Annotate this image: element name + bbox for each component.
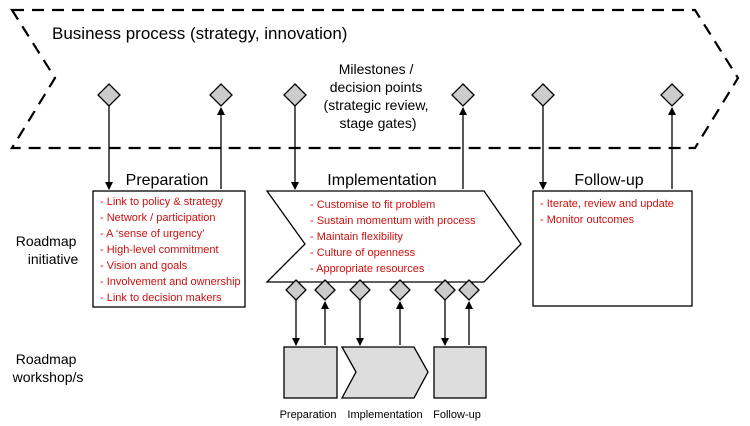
workshop-followup-box xyxy=(433,346,487,399)
implementation-item: - Culture of openness xyxy=(310,247,416,259)
preparation-item: - Link to decision makers xyxy=(100,292,222,304)
milestone-diamond xyxy=(531,83,555,107)
preparation-item: - Involvement and ownership xyxy=(100,276,241,288)
implementation-item: - Maintain flexibility xyxy=(310,231,403,243)
followup-items: - Iterate, review and update - Monitor o… xyxy=(540,198,677,226)
workshop-label-preparation: Preparation xyxy=(280,409,337,421)
followup-item: - Iterate, review and update xyxy=(540,198,674,210)
implementation-chevron xyxy=(265,190,522,283)
milestone-diamond xyxy=(451,83,475,107)
preparation-box xyxy=(92,190,246,308)
workshop-preparation-box xyxy=(283,346,338,399)
implementation-item: - Sustain momentum with process xyxy=(310,215,476,227)
workshop-milestone-diamond xyxy=(389,279,411,301)
workshop-milestone-diamond xyxy=(349,279,371,301)
row-label-line: initiative xyxy=(28,251,79,267)
milestones-label-line: Milestones / xyxy=(339,61,414,77)
implementation-item: - Appropriate resources xyxy=(310,263,425,275)
milestones-label-line: (strategic review, xyxy=(324,97,429,113)
milestone-diamond xyxy=(97,83,121,107)
milestones-label-line: decision points xyxy=(330,79,423,95)
milestone-diamond xyxy=(283,83,307,107)
milestone-diamond xyxy=(209,83,233,107)
workshop-label-followup: Follow-up xyxy=(433,409,481,421)
milestones-label-line: stage gates) xyxy=(339,115,416,131)
preparation-item: - A ‘sense of urgency’ xyxy=(100,228,204,240)
row-label-line: Roadmap xyxy=(16,233,77,249)
milestone-diamond xyxy=(660,83,684,107)
workshop-milestone-diamond xyxy=(434,279,456,301)
followup-item: - Monitor outcomes xyxy=(540,214,635,226)
preparation-items: - Link to policy & strategy - Network / … xyxy=(100,196,244,304)
implementation-title: Implementation xyxy=(327,172,436,189)
business-process-chevron xyxy=(10,8,740,150)
row-label-line: workshop/s xyxy=(12,369,84,385)
implementation-item: - Customise to fit problem xyxy=(310,199,435,211)
workshop-milestone-diamond xyxy=(285,279,307,301)
workshop-implementation-chevron xyxy=(340,346,429,399)
workshop-label-implementation: Implementation xyxy=(347,409,422,421)
preparation-item: - Network / participation xyxy=(100,212,216,224)
followup-box xyxy=(532,190,693,307)
workshop-milestone-diamond xyxy=(314,279,336,301)
preparation-title: Preparation xyxy=(126,172,209,189)
roadmap-workshop-label: Roadmap workshop/s xyxy=(12,351,84,385)
preparation-item: - Vision and goals xyxy=(100,260,188,272)
preparation-item: - High-level commitment xyxy=(100,244,219,256)
followup-title: Follow-up xyxy=(574,172,643,189)
implementation-items: - Customise to fit problem - Sustain mom… xyxy=(310,199,479,275)
roadmap-initiative-label: Roadmap initiative xyxy=(16,233,81,267)
workshop-milestone-diamond xyxy=(458,279,480,301)
row-label-line: Roadmap xyxy=(16,351,77,367)
preparation-item: - Link to policy & strategy xyxy=(100,196,223,208)
business-process-label: Business process (strategy, innovation) xyxy=(52,24,347,43)
milestones-label: Milestones / decision points (strategic … xyxy=(324,61,433,131)
